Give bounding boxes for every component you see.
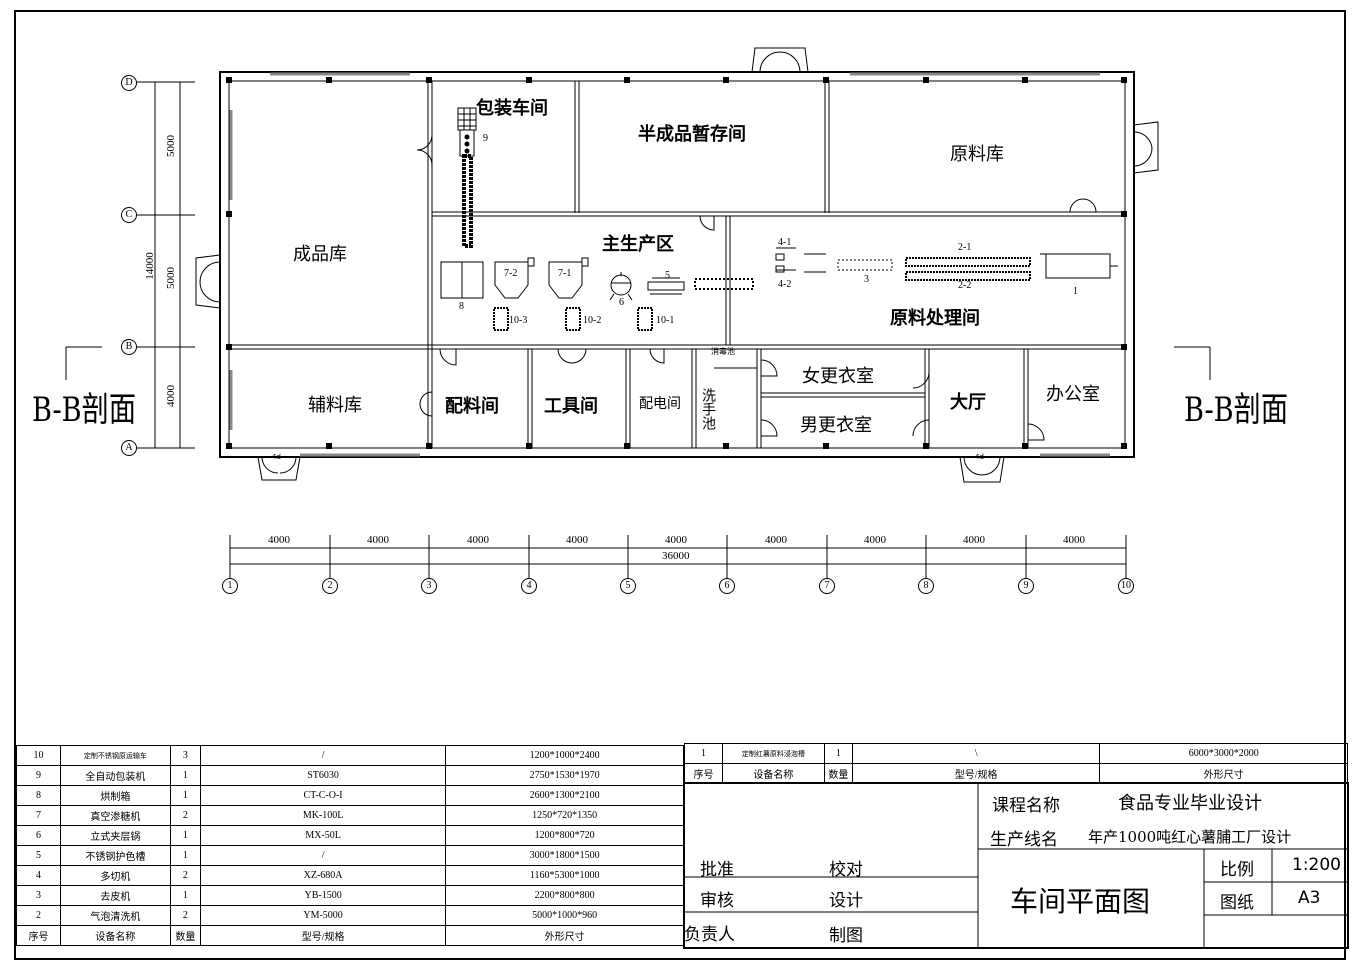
lead-label: 负责人 <box>684 925 735 945</box>
room-packaging: 包装车间 <box>476 98 548 119</box>
room-mixing: 配料间 <box>445 396 499 417</box>
dim-h-7: 4000 <box>864 534 886 546</box>
mark-7-1: 7-1 <box>558 268 572 279</box>
room-office: 办公室 <box>1046 384 1100 405</box>
drawing-title: 车间平面图 <box>1010 885 1151 918</box>
axis-a-bubble: A <box>121 440 137 456</box>
dim-h-5: 4000 <box>665 534 687 546</box>
room-raw-store: 原料库 <box>950 144 1004 165</box>
mark-5: 5 <box>665 270 670 281</box>
paper-label: 图纸 <box>1220 893 1254 913</box>
eq2-qty: 1 <box>823 743 853 764</box>
room-raw-processing: 原料处理间 <box>890 308 980 329</box>
room-female-changing: 女更衣室 <box>802 366 874 387</box>
room-hall: 大厅 <box>950 392 986 413</box>
mark-4-1: 4-1 <box>778 237 792 248</box>
dim-h-total: 36000 <box>662 550 690 562</box>
axis-9-bubble: 9 <box>1018 578 1034 594</box>
room-main-production: 主生产区 <box>602 234 674 255</box>
course-value: 食品专业毕业设计 <box>1118 793 1262 814</box>
course-label: 课程名称 <box>992 796 1060 816</box>
equipment-cell-qty: 1 <box>169 785 201 806</box>
axis-4-bubble: 4 <box>521 578 537 594</box>
equipment-header-size: 外形尺寸 <box>445 925 684 946</box>
mark-4-2: 4-2 <box>778 279 792 290</box>
draw-label: 制图 <box>829 926 863 946</box>
check-label: 校对 <box>829 860 863 880</box>
mark-10-1: 10-1 <box>656 315 675 326</box>
room-tools: 工具间 <box>544 396 598 417</box>
mark-9: 9 <box>483 133 488 144</box>
room-power: 配电间 <box>639 396 681 412</box>
axis-10-bubble: 10 <box>1118 578 1134 594</box>
dim-h-3: 4000 <box>467 534 489 546</box>
mark-2-1: 2-1 <box>958 242 972 253</box>
axis-3-bubble: 3 <box>421 578 437 594</box>
room-auxiliary: 辅料库 <box>308 395 362 416</box>
mark-3: 3 <box>864 274 869 285</box>
room-semi-finished: 半成品暂存间 <box>638 124 746 145</box>
eq2-h-qty: 数量 <box>823 763 853 784</box>
section-label-right: B-B剖面 <box>1184 390 1289 430</box>
mark-7-2: 7-2 <box>504 268 518 279</box>
room-male-changing: 男更衣室 <box>800 415 872 436</box>
mark-1: 1 <box>1073 286 1078 297</box>
room-finished: 成品库 <box>293 244 347 265</box>
axis-1-bubble: 1 <box>222 578 238 594</box>
mark-10-2: 10-2 <box>583 315 602 326</box>
section-label-left: B-B剖面 <box>32 390 137 430</box>
dim-h-4: 4000 <box>566 534 588 546</box>
scale-value: 1:200 <box>1292 855 1341 875</box>
paper-value: A3 <box>1298 888 1321 908</box>
axis-2-bubble: 2 <box>322 578 338 594</box>
axis-c-bubble: C <box>121 207 137 223</box>
scale-label: 比例 <box>1220 860 1254 880</box>
review-label: 审核 <box>700 891 734 911</box>
line-value: 年产1000吨红心薯脯工厂设计 <box>1088 828 1292 846</box>
dim-h-2: 4000 <box>367 534 389 546</box>
room-disinfect: 消毒池 <box>711 347 735 356</box>
door-mark-right: 4d <box>975 453 984 461</box>
mark-10-3: 10-3 <box>509 315 528 326</box>
dim-h-1: 4000 <box>268 534 290 546</box>
axis-7-bubble: 7 <box>819 578 835 594</box>
axis-5-bubble: 5 <box>620 578 636 594</box>
mark-2-2: 2-2 <box>958 280 972 291</box>
equipment-header-row: 序号设备名称数量型号/规格外形尺寸 <box>16 925 684 946</box>
axis-b-bubble: B <box>121 339 137 355</box>
dim-h-9: 4000 <box>1063 534 1085 546</box>
drawing-frame <box>14 10 1346 960</box>
room-wash: 洗手池 <box>700 388 716 430</box>
dim-h-8: 4000 <box>963 534 985 546</box>
approve-label: 批准 <box>700 860 734 880</box>
axis-6-bubble: 6 <box>719 578 735 594</box>
door-mark-left: 4d <box>272 453 281 461</box>
line-label: 生产线名 <box>990 830 1058 850</box>
equipment-header-model: 型号/规格 <box>199 925 447 946</box>
equipment-header-qty: 数量 <box>169 925 201 946</box>
equipment-table-2: 1 定制红薯原料浸泡槽 1 \ 6000*3000*2000 序号 设备名称 数… <box>684 743 1348 784</box>
design-label: 设计 <box>829 891 863 911</box>
mark-8: 8 <box>459 301 464 312</box>
dim-h-6: 4000 <box>765 534 787 546</box>
mark-6: 6 <box>619 297 624 308</box>
axis-d-bubble: D <box>121 75 137 91</box>
axis-8-bubble: 8 <box>918 578 934 594</box>
